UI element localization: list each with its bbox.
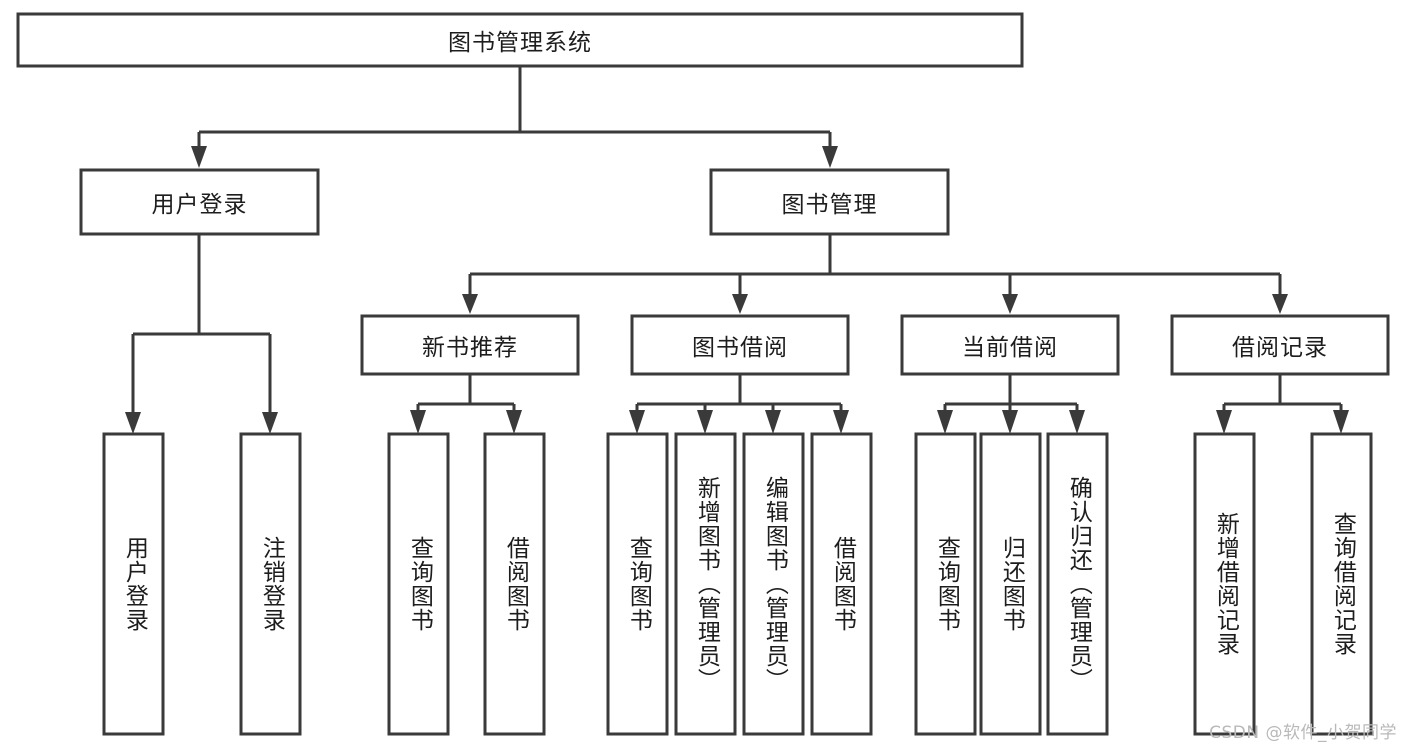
arrow-head-leaf-3 — [410, 410, 426, 434]
arrow-head-leaf-6 — [697, 410, 713, 434]
arrow-head-current — [1002, 294, 1018, 314]
node-box-current[interactable] — [900, 314, 1120, 376]
node-box-borrow[interactable] — [630, 314, 850, 376]
node-box-leaf-12[interactable] — [1193, 432, 1256, 736]
arrow-head-leaf-12 — [1216, 410, 1232, 434]
connector-group-borrow — [629, 374, 849, 434]
node-box-leaf-9[interactable] — [914, 432, 977, 736]
connector-group-newbook — [410, 374, 522, 434]
node-box-leaf-6[interactable] — [674, 432, 737, 736]
node-box-leaf-1[interactable] — [102, 432, 165, 736]
node-box-root[interactable] — [16, 12, 1024, 68]
connector-group-login — [125, 234, 278, 434]
arrow-head-leaf-13 — [1333, 410, 1349, 434]
arrow-head-leaf-1 — [125, 412, 141, 434]
connector-group-current — [937, 374, 1085, 434]
node-box-bookmgmt[interactable] — [709, 168, 950, 236]
arrow-head-bookmgmt — [822, 146, 838, 168]
arrow-head-leaf-11 — [1069, 410, 1085, 434]
node-box-leaf-3[interactable] — [387, 432, 450, 736]
node-box-leaf-11[interactable] — [1046, 432, 1109, 736]
arrow-head-newbook — [462, 294, 478, 314]
node-box-leaf-4[interactable] — [483, 432, 546, 736]
node-box-leaf-13[interactable] — [1310, 432, 1373, 736]
arrow-head-records — [1272, 294, 1288, 314]
node-box-records[interactable] — [1170, 314, 1390, 376]
arrow-head-leaf-8 — [833, 410, 849, 434]
connector-group-root — [191, 66, 838, 168]
connector-group-records — [1216, 374, 1349, 434]
arrow-head-leaf-9 — [937, 410, 953, 434]
arrow-head-leaf-4 — [506, 410, 522, 434]
watermark: CSDN @软件_小贺同学 — [1209, 723, 1397, 743]
connector-group-bookmgmt — [462, 234, 1288, 314]
arrow-head-leaf-2 — [262, 412, 278, 434]
arrow-head-leaf-10 — [1002, 410, 1018, 434]
node-box-newbook[interactable] — [360, 314, 580, 376]
arrow-head-login — [191, 146, 207, 168]
arrow-head-leaf-7 — [765, 410, 781, 434]
arrow-head-leaf-5 — [629, 410, 645, 434]
node-box-leaf-5[interactable] — [606, 432, 669, 736]
node-box-login[interactable] — [79, 168, 320, 236]
node-box-leaf-8[interactable] — [810, 432, 873, 736]
node-box-leaf-7[interactable] — [742, 432, 805, 736]
node-box-leaf-2[interactable] — [239, 432, 302, 736]
arrow-head-borrow — [732, 294, 748, 314]
node-box-leaf-10[interactable] — [979, 432, 1042, 736]
